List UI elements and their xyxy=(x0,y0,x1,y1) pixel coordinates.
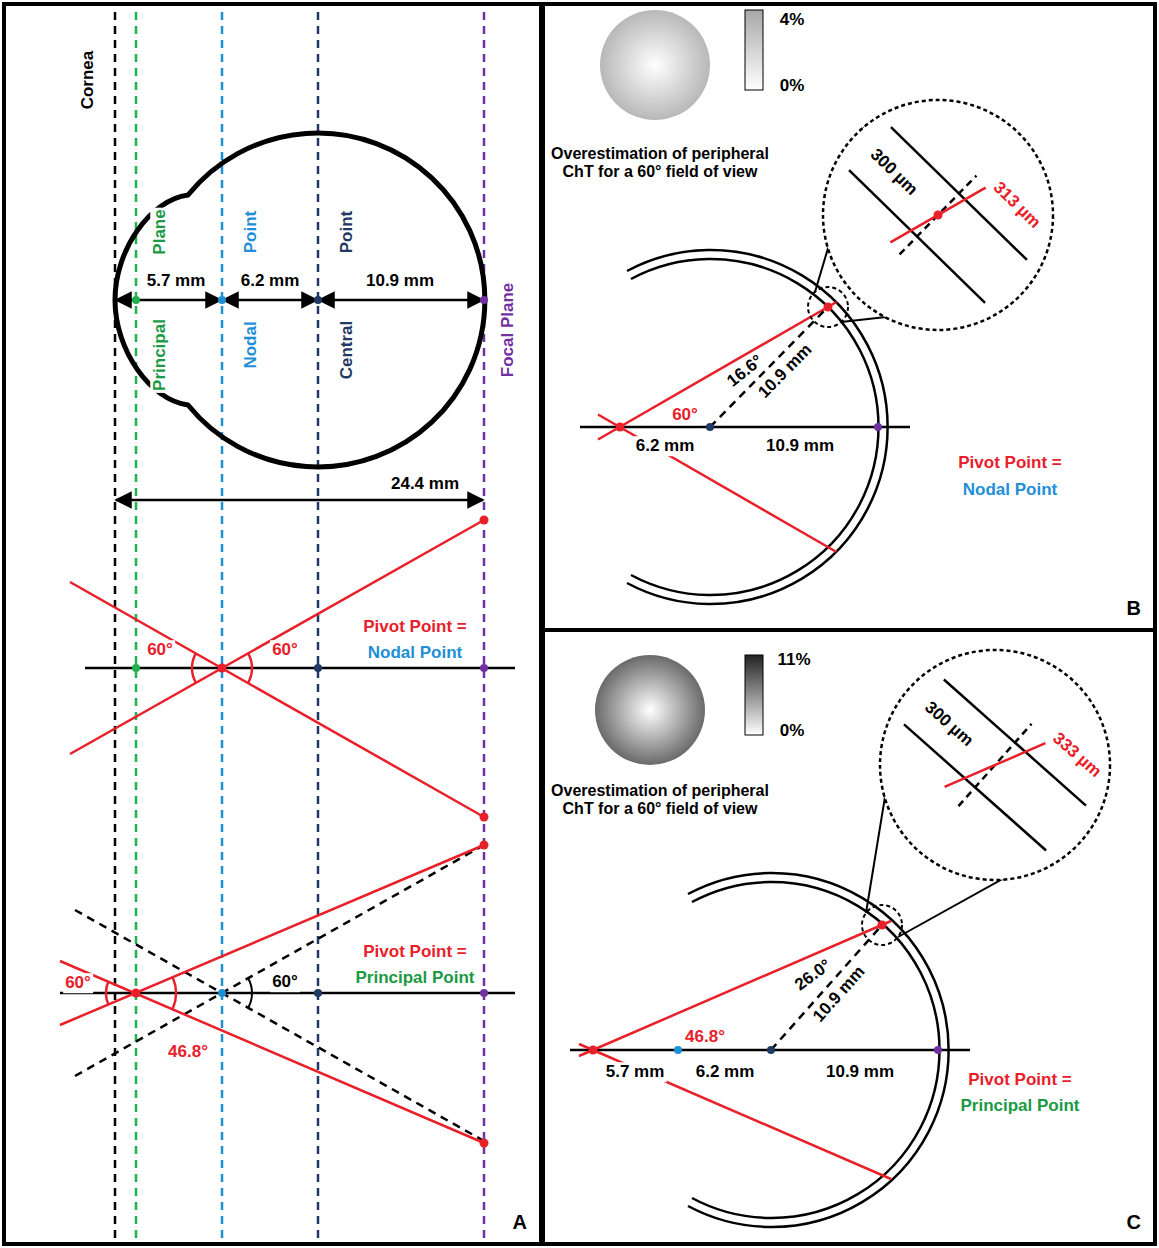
figure-label: Plane xyxy=(150,207,170,256)
figure-label: 300 µm xyxy=(919,696,978,752)
figure-label: 0% xyxy=(778,76,807,96)
figure-label: 300 µm xyxy=(865,143,923,200)
figure-label: Pivot Point = xyxy=(956,453,1063,473)
figure-label: 0% xyxy=(778,721,807,741)
figure-label: 10.9 mm xyxy=(364,271,436,291)
figure-label: Principal Point xyxy=(958,1096,1081,1116)
figure-label: Nodal Point xyxy=(961,480,1059,500)
figure-label: 5.7 mm xyxy=(604,1062,667,1082)
figure-label: Principal xyxy=(150,317,170,393)
figure-label: Overestimation of peripheral ChT for a 6… xyxy=(548,782,772,819)
figure-label: 6.2 mm xyxy=(239,271,302,291)
figure-label: 10.9 mm xyxy=(764,436,836,456)
figure-label: 60° xyxy=(270,640,300,660)
figure-label: Overestimation of peripheral ChT for a 6… xyxy=(548,145,772,182)
figure-label: 60° xyxy=(63,973,93,993)
figure-label: 60° xyxy=(670,405,700,425)
figure-label: 10.9 mm xyxy=(753,338,817,403)
figure-label: Nodal Point xyxy=(366,643,464,663)
figure-label: 6.2 mm xyxy=(694,1062,757,1082)
figure-label: Nodal xyxy=(241,319,261,370)
figure-label: Point xyxy=(241,209,261,256)
figure-panel: C xyxy=(541,628,1157,1246)
figure-label: 24.4 mm xyxy=(389,474,461,494)
figure-label: Pivot Point = xyxy=(966,1070,1073,1090)
figure-label: Point xyxy=(337,209,357,256)
figure-label: 6.2 mm xyxy=(634,436,697,456)
figure-label: 11% xyxy=(775,650,812,670)
figure-label: 60° xyxy=(270,972,300,992)
figure-label: 46.8° xyxy=(166,1042,210,1062)
figure-label: Focal Plane xyxy=(498,281,518,379)
figure-label: 333 µm xyxy=(1047,727,1106,783)
figure-label: 5.7 mm xyxy=(145,271,208,291)
panel-letter: C xyxy=(1127,1211,1141,1234)
figure-label: 10.9 mm xyxy=(824,1062,896,1082)
figure-label: Central xyxy=(337,319,357,382)
figure-label: 46.8° xyxy=(683,1027,727,1047)
figure-label: Principal Point xyxy=(353,968,476,988)
figure-label: Cornea xyxy=(78,49,98,112)
figure-label: Pivot Point = xyxy=(361,942,468,962)
figure-label: 4% xyxy=(778,10,807,30)
figure-panel: B xyxy=(541,2,1157,632)
panel-letter: A xyxy=(513,1211,527,1234)
panel-letter: B xyxy=(1127,597,1141,620)
figure-label: 313 µm xyxy=(988,176,1046,233)
figure-label: Pivot Point = xyxy=(361,617,468,637)
figure-label: 60° xyxy=(145,640,175,660)
